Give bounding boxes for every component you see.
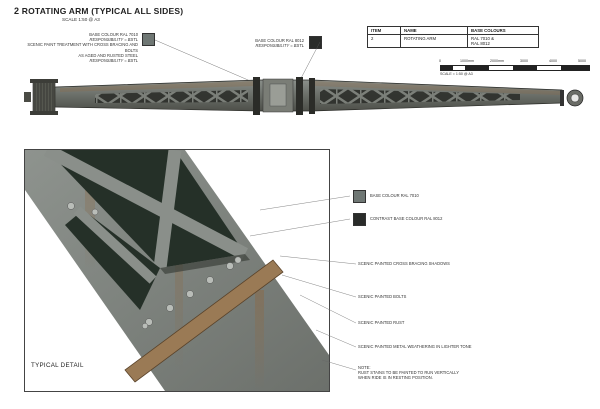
left-note-line-4: AS AGED AND RUSTED STEEL: [78, 52, 138, 58]
leader-line-ral7010: [154, 39, 263, 87]
centre-collar-panel: [269, 83, 287, 107]
scale-tick-5: 5000: [578, 59, 586, 63]
key-cell-colours: RAL 7010 & RAL 8012: [467, 34, 539, 48]
note-label: NOTE:: [358, 365, 371, 370]
flange-plate-1: [253, 77, 260, 115]
left-gear-hub: [24, 79, 58, 115]
scale-bar-seg-4: [561, 66, 589, 70]
scale-bar: [440, 65, 590, 71]
left-note-line-2: RESPONSIBILITY = BSTL: [89, 37, 139, 43]
callout-base-colour: BASE COLOUR RAL 7010: [370, 193, 419, 198]
key-colour-2: RAL 8012: [471, 41, 490, 46]
rust-stain-top-right: [315, 81, 560, 95]
cross-brace-2: [153, 150, 182, 269]
swatch-ral-7010: [353, 190, 366, 203]
callout-rust: SCENIC PAINTED RUST: [358, 320, 405, 325]
scale-tick-4: 4000: [549, 59, 557, 63]
drawing-number: 2: [14, 6, 20, 16]
rust-plate-band: [124, 259, 284, 383]
scale-bar-seg-2: [465, 66, 489, 70]
callout-contrast-colour: CONTRAST BASE COLOUR RAL 8012: [370, 216, 443, 221]
scale-bar-seg-3: [513, 66, 537, 70]
mid-note-line-2: RESPONSIBILITY = BSTL: [255, 43, 305, 49]
left-colour-note: BASE COLOUR RAL 7010 RESPONSIBILITY = BS…: [26, 32, 138, 63]
callout-weathering: SCENIC PAINTED METAL WEATHERING IN LIGHT…: [358, 344, 472, 349]
scale-tick-0: 0: [439, 59, 441, 63]
table-row: 2 ROTATING ARM RAL 7010 & RAL 8012: [367, 34, 539, 48]
scale-bar-seg-1: [441, 66, 453, 70]
truss-panel-left: [95, 90, 248, 103]
note-line-2: WHEN RIDE IS IN RESTING POSITION.: [358, 375, 433, 381]
callout-note: NOTE: RUST STAINS TO BE PAINTED TO RUN V…: [358, 365, 459, 381]
scale-tick-2: 2000mm: [490, 59, 504, 63]
mid-note-line-1: BASE COLOUR RAL 8012: [255, 38, 304, 43]
key-cell-name: ROTATING ARM: [400, 34, 468, 48]
typical-detail-frame: TYPICAL DETAIL: [24, 149, 330, 392]
rust-streak-1: [85, 150, 95, 270]
drawing-title: 2 ROTATING ARM (TYPICAL ALL SIDES): [14, 6, 183, 16]
mid-colour-note: BASE COLOUR RAL 8012 RESPONSIBILITY = BS…: [236, 38, 304, 48]
note-line-1: RUST STAINS TO BE PAINTED TO RUN VERTICA…: [358, 370, 460, 376]
flange-plate-3: [309, 78, 315, 114]
bracing-panel-lower: [65, 210, 160, 310]
left-note-line-3: SCENIC PAINT TREATMENT WITH CROSS BRACIN…: [27, 42, 138, 53]
typical-detail-drawing: [25, 150, 329, 391]
scale-tick-3: 3000: [520, 59, 528, 63]
rust-streak-2: [175, 210, 183, 370]
truss-panel-right: [320, 89, 520, 104]
flange-plate-2: [296, 77, 303, 115]
bracing-shadow: [160, 254, 250, 274]
rust-stain-top: [60, 81, 255, 92]
cross-brace-1: [43, 150, 249, 260]
scale-tick-1: 1000mm: [460, 59, 474, 63]
drawing-title-text: ROTATING ARM (TYPICAL ALL SIDES): [21, 6, 184, 16]
scale-bar-caption: SCALE = 1:50 @ A3: [440, 72, 473, 76]
callout-shadows: SCENIC PAINTED CROSS BRACING SHADOWS: [358, 261, 450, 266]
drawing-scale: SCALE 1:50 @ A3: [62, 17, 100, 22]
left-note-line-1: BASE COLOUR RAL 7010: [89, 32, 138, 37]
cross-brace-3: [73, 206, 157, 284]
detail-title: TYPICAL DETAIL: [31, 362, 84, 369]
bolt-group: [67, 202, 242, 330]
rust-streak-3: [255, 290, 264, 390]
swatch-ral-8012: [353, 213, 366, 226]
swatch-ral-8012-top: [309, 36, 322, 49]
swatch-ral-7010-top: [142, 33, 155, 46]
key-colour-1: RAL 7010 &: [471, 36, 495, 41]
right-hub: [560, 89, 584, 107]
callout-bolts: SCENIC PAINTED BOLTS: [358, 294, 407, 299]
key-table: ITEM NAME BASE COLOURS 2 ROTATING ARM RA…: [367, 26, 539, 48]
left-note-line-5: RESPONSIBILITY = BSTL: [89, 58, 139, 64]
